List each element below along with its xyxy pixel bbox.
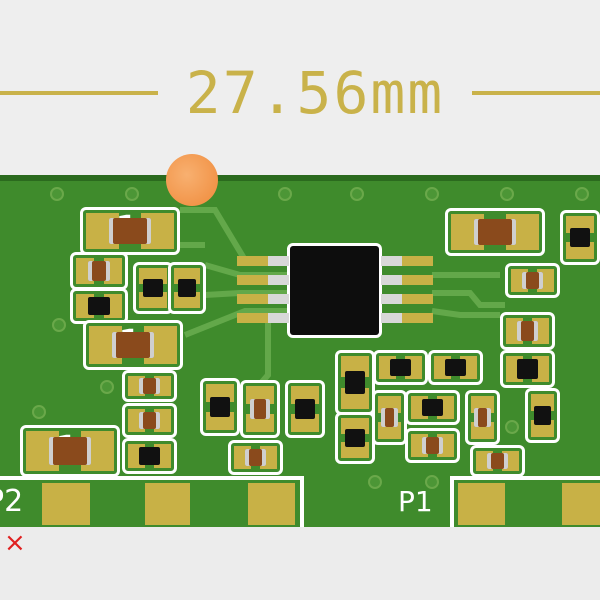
resistor[interactable] xyxy=(168,262,206,314)
component-body xyxy=(87,297,111,315)
capacitor[interactable] xyxy=(228,440,283,475)
component-body xyxy=(49,437,91,465)
origin-marker[interactable] xyxy=(166,154,218,206)
ic-pin xyxy=(381,256,433,266)
component-body xyxy=(138,378,161,394)
via xyxy=(505,420,519,434)
component-body xyxy=(534,405,551,426)
capacitor[interactable] xyxy=(470,445,525,477)
via xyxy=(368,475,382,489)
component-body xyxy=(389,358,412,377)
capacitor[interactable] xyxy=(122,403,177,438)
resistor[interactable] xyxy=(122,438,177,474)
capacitor[interactable] xyxy=(70,252,128,290)
capacitor[interactable]: C15 xyxy=(80,207,180,255)
component-body xyxy=(109,218,151,244)
resistor[interactable] xyxy=(133,262,173,314)
component-body xyxy=(570,227,590,248)
component-body xyxy=(516,359,539,379)
component-body xyxy=(295,398,315,420)
via xyxy=(425,475,439,489)
component-body xyxy=(138,411,161,430)
component-body xyxy=(444,358,467,377)
ic-pin xyxy=(381,275,433,285)
component-body xyxy=(345,428,365,448)
capacitor[interactable] xyxy=(445,208,545,256)
component-body xyxy=(486,453,509,469)
capacitor[interactable] xyxy=(405,428,460,463)
component-body xyxy=(421,398,444,417)
component-body xyxy=(143,278,163,298)
capacitor[interactable] xyxy=(372,390,407,445)
component-body xyxy=(381,407,398,428)
via xyxy=(52,318,66,332)
label-p2: P2 xyxy=(0,484,24,519)
resistor[interactable] xyxy=(428,350,483,385)
component-body xyxy=(345,370,365,395)
dimension-line xyxy=(0,91,600,95)
via xyxy=(125,187,139,201)
capacitor[interactable] xyxy=(465,390,500,445)
component-body xyxy=(516,321,539,341)
resistor[interactable] xyxy=(200,378,240,436)
via xyxy=(100,380,114,394)
via xyxy=(278,187,292,201)
dimension-label: 27.56mm xyxy=(185,59,445,127)
ic-pin xyxy=(237,294,289,304)
resistor[interactable] xyxy=(285,380,325,438)
connector-outline xyxy=(0,476,600,528)
ic-pin xyxy=(381,313,433,323)
capacitor[interactable] xyxy=(500,312,555,350)
component-body xyxy=(244,448,267,467)
via xyxy=(50,187,64,201)
component-body xyxy=(210,396,230,418)
via xyxy=(575,187,589,201)
resistor[interactable] xyxy=(405,390,460,425)
component-body xyxy=(87,261,111,281)
component-body xyxy=(474,219,516,245)
component-body xyxy=(138,447,161,465)
ic-chip[interactable] xyxy=(287,243,382,338)
edge-pad xyxy=(458,483,505,525)
ic-pin xyxy=(237,313,289,323)
via xyxy=(425,187,439,201)
edge-pad xyxy=(248,483,295,525)
error-x-icon: × xyxy=(4,528,26,558)
ic-pin xyxy=(381,294,433,304)
capacitor[interactable] xyxy=(240,380,280,438)
edge-pad xyxy=(145,483,190,525)
capacitor[interactable] xyxy=(122,370,177,402)
component-body xyxy=(474,407,491,428)
ic-pin xyxy=(237,275,289,285)
resistor[interactable] xyxy=(560,210,600,265)
resistor[interactable] xyxy=(70,288,128,324)
ic-pin xyxy=(237,256,289,266)
resistor[interactable] xyxy=(500,350,555,388)
resistor[interactable] xyxy=(335,350,375,415)
capacitor[interactable] xyxy=(505,263,560,298)
label-p1: P1 xyxy=(398,485,433,518)
component-body xyxy=(250,398,270,420)
component-body xyxy=(178,278,196,298)
via xyxy=(32,405,46,419)
component-body xyxy=(421,436,444,455)
resistor[interactable] xyxy=(373,350,428,385)
component-body xyxy=(112,331,154,359)
resistor[interactable] xyxy=(525,388,560,443)
edge-pad xyxy=(42,483,90,525)
via xyxy=(350,187,364,201)
edge-pad xyxy=(562,483,600,525)
resistor[interactable] xyxy=(335,412,375,464)
component-body xyxy=(521,271,544,290)
via xyxy=(500,187,514,201)
background-area xyxy=(0,527,600,600)
capacitor[interactable]: C13 xyxy=(83,320,183,370)
